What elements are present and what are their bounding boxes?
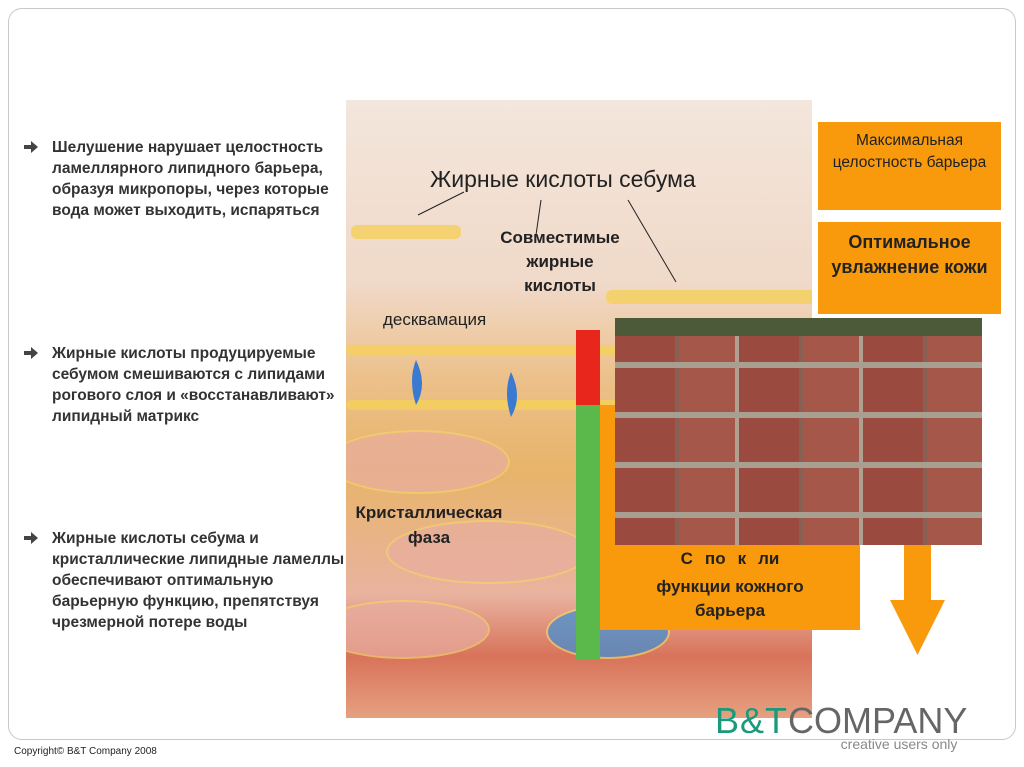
cell xyxy=(386,520,590,584)
crystal-phase-label: Кристаллическая фаза xyxy=(355,503,503,547)
cell xyxy=(346,430,510,494)
lipid-layer xyxy=(351,225,461,239)
fragment: к xyxy=(737,549,747,568)
down-arrow-icon xyxy=(890,545,945,655)
copyright: Copyright© B&T Company 2008 xyxy=(14,746,157,757)
bullet-text: Шелушение нарушает целостность ламеллярн… xyxy=(52,139,329,219)
hidden-box-text: функции кожного барьера xyxy=(656,577,804,620)
compatible-label: Совместимые жирные кислоты xyxy=(500,228,620,295)
bullet-text: Жирные кислоты себума и кристаллические … xyxy=(52,530,345,631)
droplet-icon xyxy=(507,372,517,417)
logo-bt: B&T xyxy=(715,700,789,741)
optimal-hydration-box: Оптимальное увлажнение кожи xyxy=(818,222,1001,314)
logo-tagline: creative users only xyxy=(840,736,958,752)
logo-company: COMPANY xyxy=(788,700,968,741)
arrow-bullet-icon xyxy=(24,347,38,359)
arrow-bullet-icon xyxy=(24,141,38,153)
fragment: ли xyxy=(758,549,780,568)
arrow-bullet-icon xyxy=(24,532,38,544)
fragment: С xyxy=(680,549,693,568)
brick-wall-photo xyxy=(615,318,982,545)
fragment: по xyxy=(704,549,726,568)
pointer-lines xyxy=(412,191,677,417)
lipid-layer xyxy=(606,290,812,304)
sebum-label: Жирные кислоты себума xyxy=(430,166,696,192)
slide-frame xyxy=(8,8,1016,740)
red-bar xyxy=(576,330,600,405)
bullet-text: Жирные кислоты продуцируемые себумом сме… xyxy=(52,345,335,425)
droplet-icon xyxy=(412,360,422,405)
max-integrity-box: Максимальная целостность барьера xyxy=(818,122,1001,210)
green-bar xyxy=(576,405,600,660)
company-logo: B&TCOMPANY creative users only xyxy=(715,700,967,752)
desquamation-label: десквамация xyxy=(383,310,487,329)
cell xyxy=(346,600,490,659)
